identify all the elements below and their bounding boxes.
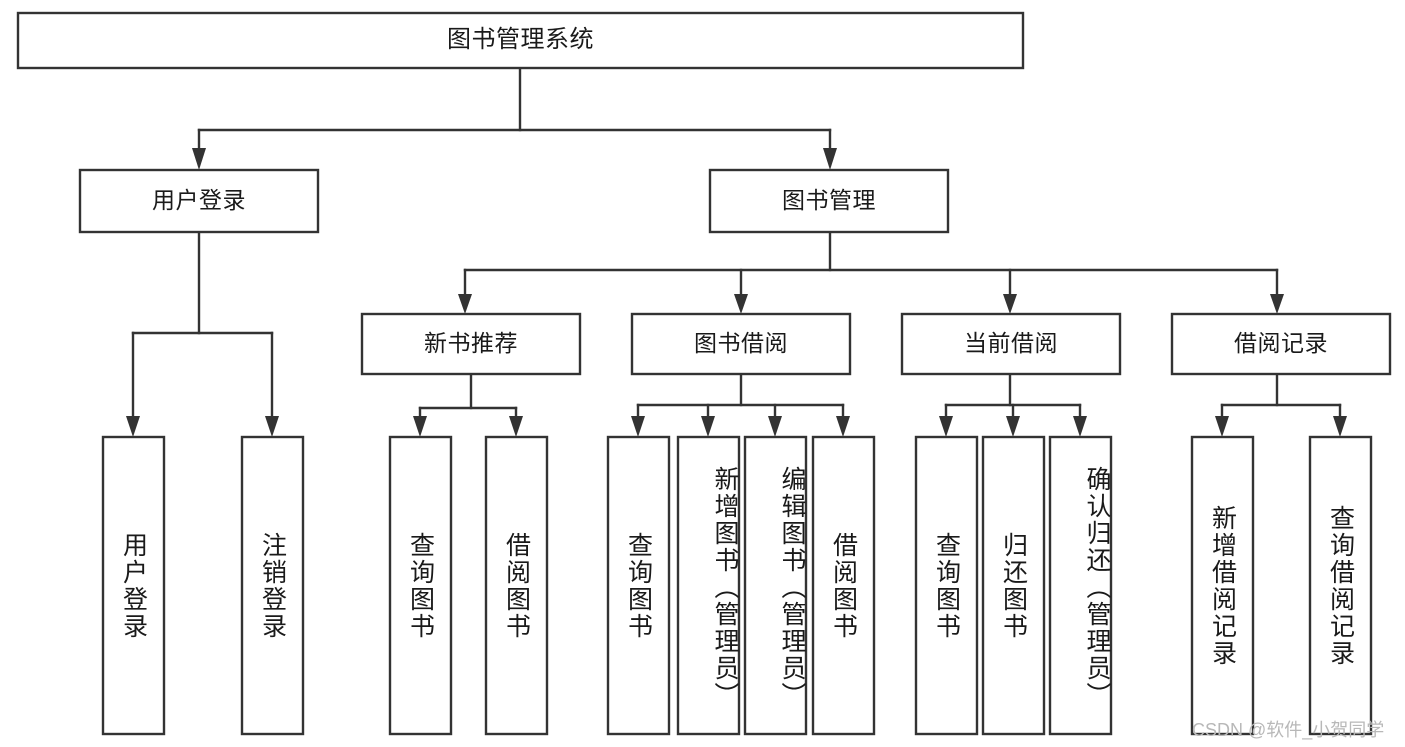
node-box-leaf-borrow-book-2[interactable] xyxy=(811,435,876,736)
edge-book-borrow-to-leaves xyxy=(631,372,850,437)
node-box-leaf-query-book-1[interactable] xyxy=(388,435,453,736)
node-box-book-borrow[interactable] xyxy=(630,312,852,376)
node-box-leaf-query-book-3[interactable] xyxy=(914,435,979,736)
node-box-new-book-rec[interactable] xyxy=(360,312,582,376)
edge-current-borrow-to-leaves xyxy=(939,372,1087,437)
edge-borrow-record-to-leaves xyxy=(1215,372,1347,437)
node-box-book-manage[interactable] xyxy=(708,168,950,234)
node-box-leaf-query-book-2[interactable] xyxy=(606,435,671,736)
node-box-leaf-add-book[interactable] xyxy=(676,435,741,736)
node-box-leaf-confirm-return[interactable] xyxy=(1048,435,1113,736)
node-box-root[interactable] xyxy=(16,11,1025,70)
node-box-leaf-edit-book[interactable] xyxy=(743,435,808,736)
node-box-leaf-logout[interactable] xyxy=(240,435,305,736)
node-box-user-login[interactable] xyxy=(78,168,320,234)
node-box-current-borrow[interactable] xyxy=(900,312,1122,376)
node-box-leaf-return-book[interactable] xyxy=(981,435,1046,736)
edge-new-book-rec-to-leaves xyxy=(413,372,523,437)
node-box-leaf-user-login[interactable] xyxy=(101,435,166,736)
edge-user-login-to-leaves xyxy=(126,230,279,437)
node-box-leaf-query-record[interactable] xyxy=(1308,435,1373,736)
edge-root-to-level2 xyxy=(192,66,837,170)
node-box-borrow-record[interactable] xyxy=(1170,312,1392,376)
node-box-leaf-borrow-book-1[interactable] xyxy=(484,435,549,736)
node-box-leaf-add-record[interactable] xyxy=(1190,435,1255,736)
edge-book-manage-to-level3 xyxy=(458,230,1284,314)
